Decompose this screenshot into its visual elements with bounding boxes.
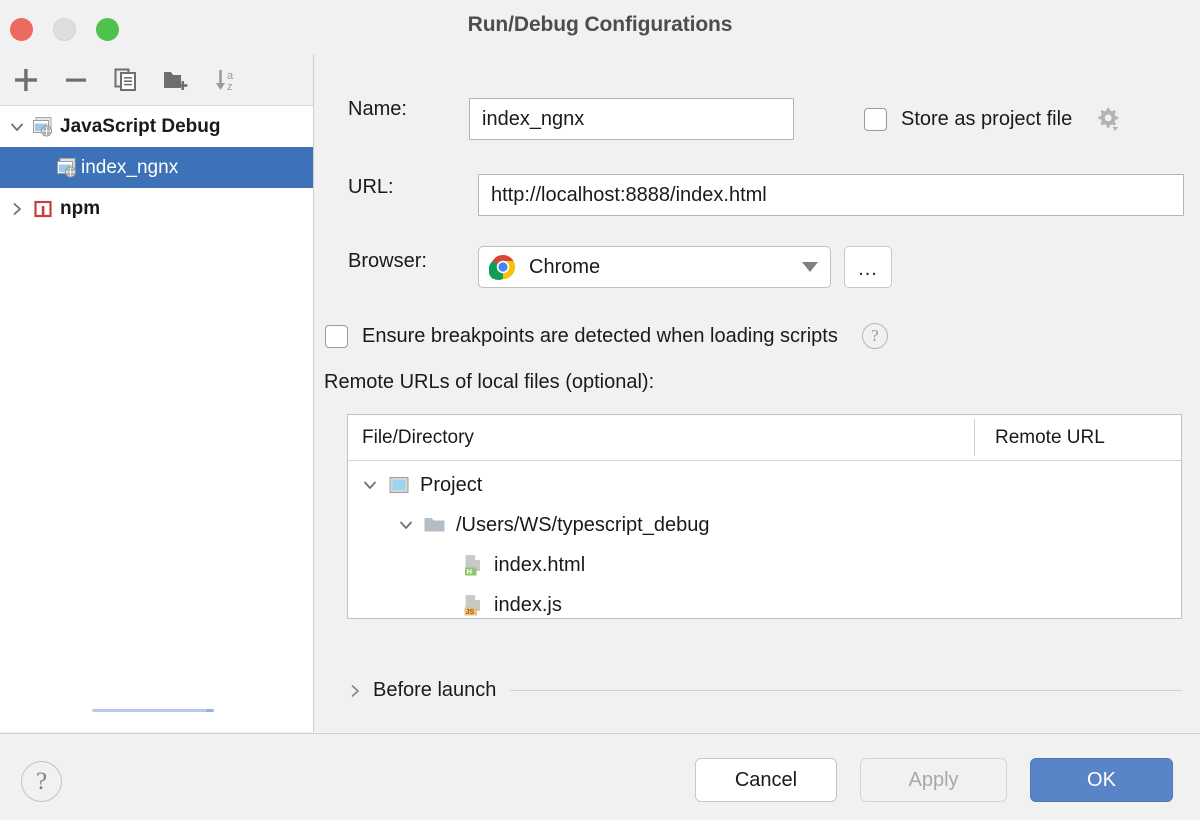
- browser-row: Browser:: [348, 250, 427, 273]
- browser-more-button[interactable]: ...: [844, 246, 892, 288]
- svg-text:H: H: [467, 567, 472, 576]
- table-row[interactable]: Project: [348, 465, 1181, 505]
- ok-button[interactable]: OK: [1030, 758, 1173, 802]
- table-header-row: File/Directory Remote URL: [348, 415, 1181, 461]
- table-cell-label: index.html: [494, 553, 586, 576]
- add-configuration-button[interactable]: [6, 60, 46, 100]
- tree-item-label: index_ngnx: [81, 156, 179, 178]
- horizontal-scrollbar[interactable]: [92, 709, 214, 712]
- configuration-editor: Name: index_ngnx Store as project file U…: [315, 54, 1200, 732]
- chevron-down-icon[interactable]: [4, 119, 30, 135]
- javascript-debug-icon: [54, 157, 80, 179]
- column-header-remote-url[interactable]: Remote URL: [995, 426, 1105, 448]
- cancel-button[interactable]: Cancel: [695, 758, 837, 802]
- configurations-tree[interactable]: JavaScript Debug index_ngnx: [0, 106, 313, 732]
- remote-urls-label: Remote URLs of local files (optional):: [324, 371, 655, 393]
- svg-text:JS: JS: [466, 609, 475, 616]
- name-label: Name:: [348, 98, 407, 120]
- ensure-breakpoints-label: Ensure breakpoints are detected when loa…: [362, 324, 838, 347]
- before-launch-label: Before launch: [373, 679, 497, 701]
- ensure-breakpoints-checkbox[interactable]: [325, 324, 348, 348]
- ensure-breakpoints-row[interactable]: Ensure breakpoints are detected when loa…: [325, 323, 888, 349]
- chevron-down-icon[interactable]: [392, 517, 420, 533]
- store-as-project-file-row[interactable]: Store as project file: [864, 105, 1122, 133]
- tree-item-npm[interactable]: npm: [0, 188, 313, 229]
- copy-configuration-button[interactable]: [106, 60, 146, 100]
- apply-button[interactable]: Apply: [860, 758, 1007, 802]
- horizontal-scrollbar-end: [206, 709, 214, 712]
- chevron-right-icon[interactable]: [4, 201, 30, 217]
- ensure-breakpoints-help-icon[interactable]: ?: [861, 323, 888, 349]
- before-launch-section[interactable]: Before launch: [347, 679, 1182, 702]
- new-folder-button[interactable]: [156, 60, 196, 100]
- table-body: Project /Users/WS/typescript_debug: [348, 461, 1181, 625]
- tree-item-label: npm: [60, 197, 101, 219]
- help-button[interactable]: ?: [21, 761, 62, 802]
- table-row[interactable]: H index.html: [348, 545, 1181, 585]
- table-cell-label: index.js: [494, 593, 562, 616]
- sort-configurations-button[interactable]: a z: [206, 60, 246, 100]
- table-row[interactable]: JS index.js: [348, 585, 1181, 625]
- table-row[interactable]: /Users/WS/typescript_debug: [348, 505, 1181, 545]
- tree-item-index-ngnx[interactable]: index_ngnx: [0, 147, 313, 188]
- project-module-icon: [384, 474, 414, 496]
- configurations-toolbar: a z: [0, 54, 313, 106]
- minimize-button[interactable]: [53, 18, 76, 41]
- html-file-icon: H: [458, 553, 488, 577]
- svg-text:a: a: [227, 70, 234, 82]
- name-input[interactable]: index_ngnx: [469, 98, 794, 140]
- tree-item-javascript-debug[interactable]: JavaScript Debug: [0, 106, 313, 147]
- column-header-file-directory[interactable]: File/Directory: [362, 426, 474, 448]
- tree-item-label: JavaScript Debug: [60, 115, 221, 137]
- title-bar: Run/Debug Configurations: [0, 0, 1200, 54]
- browser-select-value: Chrome: [529, 255, 601, 278]
- svg-text:z: z: [227, 81, 233, 93]
- section-divider: [510, 690, 1182, 691]
- chrome-icon: [489, 253, 517, 281]
- zoom-button[interactable]: [96, 18, 119, 41]
- js-file-icon: JS: [458, 593, 488, 617]
- table-cell-label: Project: [420, 473, 483, 496]
- url-input[interactable]: http://localhost:8888/index.html: [478, 174, 1184, 216]
- folder-icon: [420, 515, 450, 535]
- chevron-right-icon[interactable]: [347, 683, 373, 699]
- dialog-footer: ? Cancel Apply OK: [0, 733, 1200, 820]
- url-label: URL:: [348, 176, 394, 198]
- browser-select[interactable]: Chrome: [478, 246, 831, 288]
- remote-urls-table[interactable]: File/Directory Remote URL: [347, 414, 1182, 619]
- chevron-down-icon[interactable]: [356, 477, 384, 493]
- column-divider[interactable]: [974, 419, 975, 456]
- dialog-title: Run/Debug Configurations: [467, 13, 733, 36]
- configurations-panel: a z: [0, 54, 314, 732]
- table-cell-label: /Users/WS/typescript_debug: [456, 513, 710, 536]
- store-as-project-file-label: Store as project file: [901, 107, 1073, 130]
- store-as-project-file-checkbox[interactable]: [864, 107, 887, 131]
- url-row: URL:: [348, 176, 394, 199]
- window-controls: [10, 18, 119, 41]
- gear-icon[interactable]: [1094, 105, 1122, 133]
- javascript-debug-icon: [30, 116, 56, 138]
- npm-icon: [30, 199, 56, 219]
- remove-configuration-button[interactable]: [56, 60, 96, 100]
- chevron-down-icon[interactable]: [802, 262, 818, 272]
- close-button[interactable]: [10, 18, 33, 41]
- name-row: Name:: [348, 98, 407, 121]
- browser-label: Browser:: [348, 250, 427, 272]
